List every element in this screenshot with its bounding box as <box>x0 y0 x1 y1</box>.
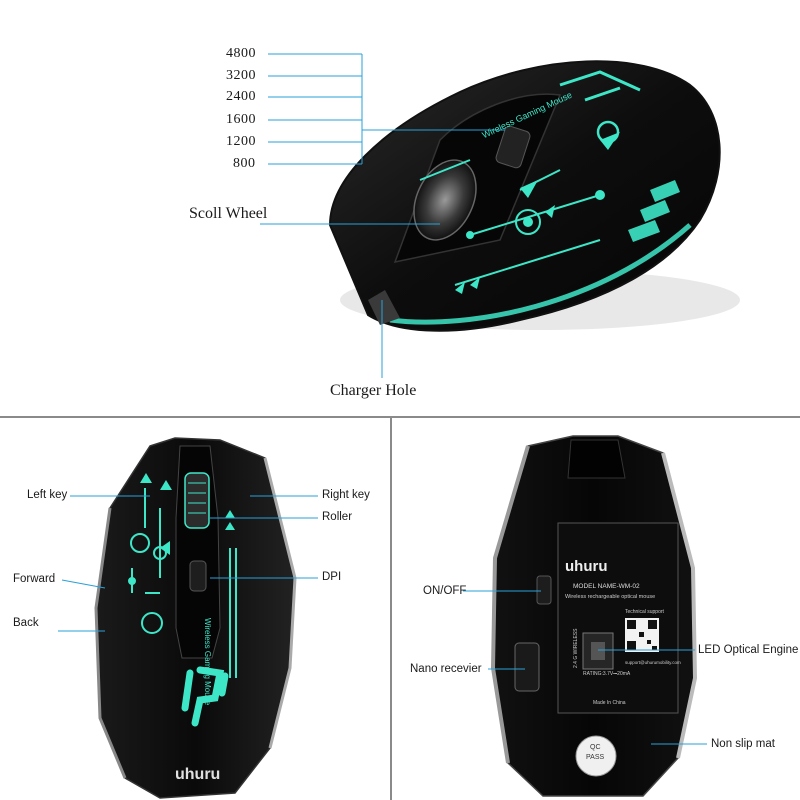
silver-edge-left <box>94 507 127 779</box>
sensor-lens <box>591 642 605 660</box>
logo-ring <box>596 120 620 144</box>
mouse-underside <box>463 435 707 797</box>
mouse-3d-illustration <box>260 53 740 378</box>
horizontal-divider <box>0 416 800 418</box>
top-view-triangles <box>140 473 235 555</box>
on-off-label: ON/OFF <box>423 585 467 597</box>
dpi-button <box>189 560 207 592</box>
vertical-divider <box>390 418 392 800</box>
top-product-view: 4800 3200 2400 1600 1200 800 Scoll Wheel… <box>189 46 740 399</box>
model-desc-text: Wireless rechargeable optical mouse <box>565 594 656 600</box>
dpi-800-label: 800 <box>233 156 256 171</box>
side-vents <box>628 180 680 242</box>
dpi-4800-label: 4800 <box>226 46 256 61</box>
dpi-1200-label: 1200 <box>226 134 256 149</box>
underside-panel: ON/OFF Nano recevier LED Optical Engine … <box>393 418 800 800</box>
label-plate <box>557 522 679 714</box>
left-key-label: Left key <box>27 489 68 501</box>
mouse-body <box>328 60 721 332</box>
underside-callout-lines <box>463 590 707 745</box>
underside-top-cutout <box>567 439 626 479</box>
dpi-label: DPI <box>322 571 342 583</box>
qc-text: QC <box>590 744 601 751</box>
back-label: Back <box>13 617 39 629</box>
roller-ridges <box>188 482 206 514</box>
forward-label: Forward <box>13 573 56 585</box>
led-engine-label: LED Optical Engine <box>698 644 799 656</box>
nano-receiver-label: Nano recevier <box>410 663 482 675</box>
roller-label: Roller <box>322 511 353 523</box>
pass-text: PASS <box>586 754 605 761</box>
top-view-glow-pattern <box>128 488 237 678</box>
tech-support-text: Technical support <box>625 609 664 615</box>
charger-port <box>368 290 400 325</box>
dpi-2400-label: 2400 <box>226 89 256 104</box>
scroll-wheel-label: Scoll Wheel <box>189 205 268 222</box>
roller-wheel <box>184 472 210 529</box>
brand-logo-underside: uhuru <box>565 558 608 575</box>
nano-receiver-slot <box>514 642 540 692</box>
wireless-label-text: 2.4 G WIRELESS <box>573 628 579 668</box>
charger-hole-label: Charger Hole <box>330 382 417 399</box>
glow-strip <box>389 223 692 325</box>
mouse-side-text-topview: Wireless Gaming Mouse <box>203 618 212 706</box>
dpi-1600-label: 1600 <box>226 112 256 127</box>
non-slip-label: Non slip mat <box>711 738 775 750</box>
power-switch <box>536 575 552 605</box>
dpi-button-top <box>495 125 531 169</box>
made-in-text: Made In China <box>593 700 626 706</box>
dpi-callout-lines <box>260 53 505 378</box>
qc-pass-sticker <box>575 735 617 777</box>
right-key-label: Right key <box>322 489 370 501</box>
support-email-text: support@uhurumobility.com <box>625 660 681 665</box>
top-view-panel: Left key Right key Roller Forward DPI Ba… <box>0 418 389 800</box>
top-view-callout-lines <box>58 495 318 632</box>
model-name-text: MODEL NAME-WM-02 <box>573 583 640 590</box>
rating-text: RATING:3.7V⎓20mA <box>583 671 631 677</box>
qr-pattern <box>627 620 657 650</box>
brand-logo-topview: uhuru <box>175 766 221 783</box>
dpi-3200-label: 3200 <box>226 68 256 83</box>
big-glow-logo <box>181 666 229 727</box>
mouse-top-view <box>58 437 318 799</box>
underside-silver-left <box>490 445 530 764</box>
underside-silver-right <box>661 452 698 759</box>
logo-strokes <box>559 70 641 102</box>
